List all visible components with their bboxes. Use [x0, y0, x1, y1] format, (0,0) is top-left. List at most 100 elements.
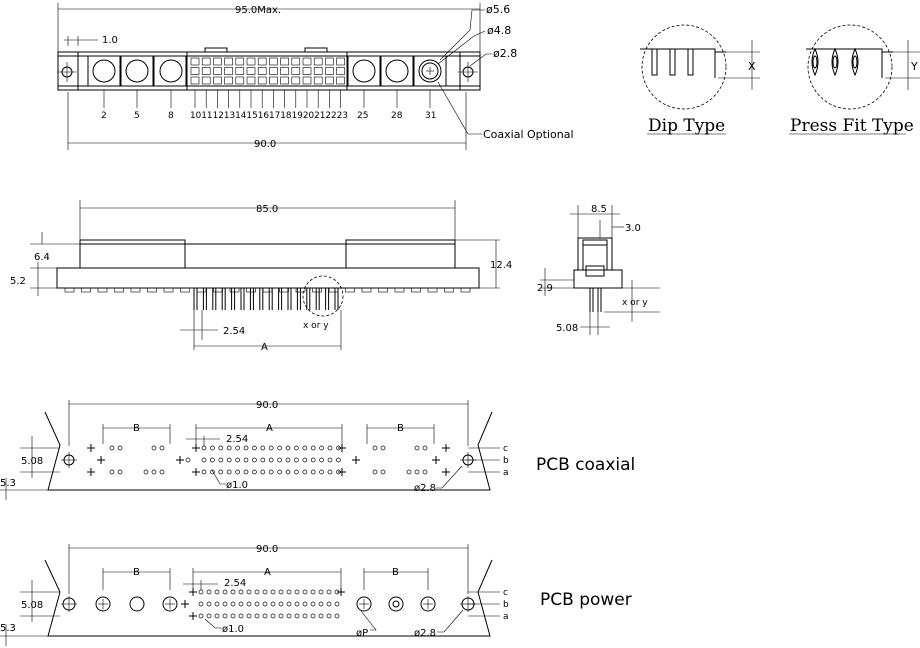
pcb-hole — [372, 445, 378, 451]
pcb-coax-hole-pattern — [87, 444, 450, 476]
pcb-hole — [260, 445, 266, 451]
side-pins — [193, 288, 339, 310]
press-fit-title: Press Fit Type — [790, 116, 914, 136]
pcb-hole — [210, 445, 215, 451]
pcb-power-row-a: a — [503, 612, 509, 622]
dim-3-0: 3.0 — [625, 223, 641, 234]
dim-90-top: 90.0 — [254, 139, 276, 150]
pcb-hole — [254, 613, 260, 619]
pcb-hole — [235, 469, 240, 475]
pcb-hole — [327, 457, 333, 463]
pcb-hole — [206, 601, 212, 607]
signal-cavity — [336, 57, 345, 66]
pcb-power-phi-1-0: ø1.0 — [222, 624, 244, 635]
pin-no-2: 2 — [101, 111, 107, 121]
signal-cavity — [302, 67, 312, 75]
signal-cavity — [291, 67, 301, 75]
pcb-hole — [159, 445, 165, 451]
dip-type-title: Dip Type — [648, 116, 725, 136]
signal-cavity — [257, 57, 267, 66]
pcb-hole — [226, 457, 232, 463]
pcb-hole — [380, 445, 386, 451]
coax-cavity-8 — [153, 55, 187, 87]
signal-cavity — [269, 76, 278, 85]
pcb-hole — [310, 589, 316, 595]
signal-cavity — [313, 76, 323, 85]
signal-cavity — [224, 76, 233, 85]
pin-no-31: 31 — [425, 111, 436, 121]
pcb-hole — [262, 613, 268, 619]
signal-cavity — [280, 57, 289, 66]
pcb-hole — [235, 457, 240, 463]
pcb-hole — [206, 589, 212, 595]
pcb-power-dim-b-right: B — [392, 567, 399, 578]
pcb-power-dim-a: A — [264, 567, 271, 578]
pcb-hole — [262, 601, 268, 607]
pcb-hole — [294, 589, 300, 595]
pcb-hole — [406, 469, 412, 475]
signal-cavity — [201, 67, 211, 75]
dim-8-5: 8.5 — [591, 204, 607, 215]
pcb-hole — [246, 589, 252, 595]
pcb-hole — [277, 445, 282, 451]
pcb-power-dim-5-3: 5.3 — [0, 623, 16, 634]
pcb-hole — [327, 469, 333, 475]
signal-cavity — [280, 76, 289, 85]
signal-cavity — [190, 76, 200, 85]
pcb-coaxial-layout: 90.0 B B A 2.54 5.08 5.3 ø1.0 ø2.8 — [0, 400, 635, 500]
pcb-hole — [302, 613, 308, 619]
pcb-hole — [302, 457, 308, 463]
pcb-hole — [277, 457, 282, 463]
pcb-hole — [286, 601, 292, 607]
signal-cavity — [257, 67, 267, 75]
signal-cavity — [235, 76, 245, 85]
pcb-hole — [198, 601, 204, 607]
signal-cavity — [302, 57, 312, 66]
signal-cavity — [246, 76, 256, 85]
pcb-hole — [286, 613, 292, 619]
pin-no-25: 25 — [357, 111, 368, 121]
dim-5-2: 5.2 — [10, 276, 26, 287]
dim-2-54-side: 2.54 — [223, 326, 245, 337]
dim-1-0: 1.0 — [102, 35, 118, 46]
pcb-coax-phi-2-8: ø2.8 — [414, 483, 436, 494]
pcb-hole — [254, 589, 260, 595]
signal-cavity — [291, 57, 301, 66]
pcb-hole — [310, 601, 316, 607]
pcb-hole — [226, 469, 232, 475]
pcb-power-row-b: b — [503, 600, 509, 610]
pcb-hole — [278, 589, 284, 595]
pcb-coax-row-b: b — [503, 456, 509, 466]
pcb-hole — [198, 589, 204, 595]
pin-no-8: 8 — [168, 111, 174, 121]
pcb-hole — [218, 469, 224, 475]
pcb-hole — [210, 469, 215, 475]
signal-cavity — [336, 67, 345, 75]
signal-cavity — [213, 57, 222, 66]
pcb-hole — [334, 601, 340, 607]
pcb-hole — [302, 601, 308, 607]
pcb-hole — [310, 457, 316, 463]
pcb-coax-dim-b-right: B — [397, 423, 404, 434]
pcb-hole — [246, 601, 252, 607]
pcb-hole — [268, 457, 274, 463]
signal-cavity — [325, 57, 334, 66]
pcb-hole — [302, 589, 308, 595]
signal-contact-grid — [190, 57, 345, 85]
pcb-hole — [326, 613, 332, 619]
pcb-hole — [319, 445, 324, 451]
signal-cavity — [291, 76, 301, 85]
pcb-coax-row-a: a — [503, 468, 509, 478]
pin-no-28: 28 — [391, 111, 403, 121]
pcb-hole — [285, 457, 291, 463]
signal-cavity — [302, 76, 312, 85]
pcb-hole — [214, 589, 220, 595]
signal-cavity — [280, 67, 289, 75]
x-or-y-end: x or y — [622, 298, 648, 308]
pcb-hole — [206, 613, 212, 619]
pcb-hole — [278, 613, 284, 619]
pcb-hole — [230, 589, 236, 595]
pcb-hole — [319, 457, 324, 463]
pcb-hole — [230, 613, 236, 619]
